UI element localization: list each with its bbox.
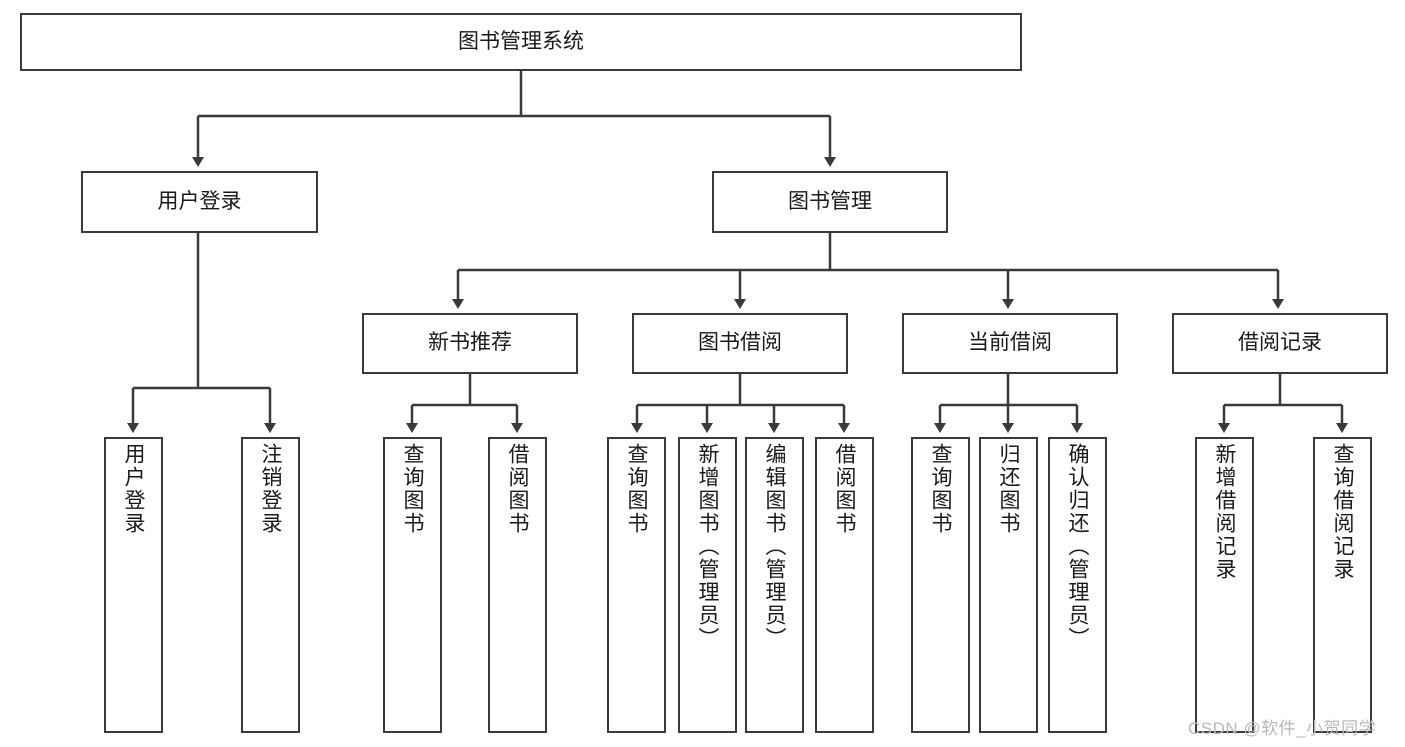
node-leaf-borrow-books-rec[interactable]: 借阅图书 [488,437,547,733]
node-label: 新书推荐 [428,331,512,355]
node-label: 图书管理系统 [458,29,584,53]
node-label: 查询图书 [625,443,648,535]
node-book-borrow[interactable]: 图书借阅 [632,313,848,374]
node-label: 查询图书 [929,443,952,535]
node-leaf-confirm-return[interactable]: 确认归还（管理员） [1048,437,1107,733]
node-leaf-query-books-current[interactable]: 查询图书 [911,437,970,733]
node-leaf-edit-book[interactable]: 编辑图书（管理员） [745,437,804,733]
node-label: 用户登录 [157,189,242,213]
node-leaf-query-books-borrow[interactable]: 查询图书 [607,437,666,733]
node-label: 新增借阅记录 [1213,443,1236,581]
node-label: 图书借阅 [698,331,782,355]
node-label: 注销登录 [259,443,282,535]
node-label: 用户登录 [122,443,145,535]
node-label: 图书管理 [788,189,872,213]
node-leaf-add-book[interactable]: 新增图书（管理员） [678,437,737,733]
node-leaf-add-record[interactable]: 新增借阅记录 [1195,437,1254,733]
node-new-book-recommend[interactable]: 新书推荐 [362,313,578,374]
node-label: 新增图书（管理员） [696,443,719,650]
node-label: 借阅图书 [833,443,856,535]
node-label: 编辑图书（管理员） [763,443,786,650]
node-label: 借阅图书 [506,443,529,535]
node-user-login[interactable]: 用户登录 [81,171,318,233]
node-borrow-records[interactable]: 借阅记录 [1172,313,1388,374]
node-leaf-user-login[interactable]: 用户登录 [104,437,163,733]
node-book-management[interactable]: 图书管理 [712,171,948,233]
node-leaf-query-record[interactable]: 查询借阅记录 [1313,437,1372,733]
node-label: 查询图书 [401,443,424,535]
node-leaf-logout[interactable]: 注销登录 [241,437,300,733]
node-label: 归还图书 [997,443,1020,535]
node-label: 查询借阅记录 [1331,443,1354,581]
node-label: 借阅记录 [1238,331,1322,355]
node-label: 当前借阅 [968,331,1052,355]
node-leaf-return-book[interactable]: 归还图书 [979,437,1038,733]
node-current-borrow[interactable]: 当前借阅 [902,313,1118,374]
node-label: 确认归还（管理员） [1066,443,1089,650]
watermark-text: CSDN @软件_小贺同学 [1188,719,1377,738]
node-leaf-borrow-book[interactable]: 借阅图书 [815,437,874,733]
node-leaf-query-books-rec[interactable]: 查询图书 [383,437,442,733]
node-root-book-management-system[interactable]: 图书管理系统 [20,13,1022,71]
